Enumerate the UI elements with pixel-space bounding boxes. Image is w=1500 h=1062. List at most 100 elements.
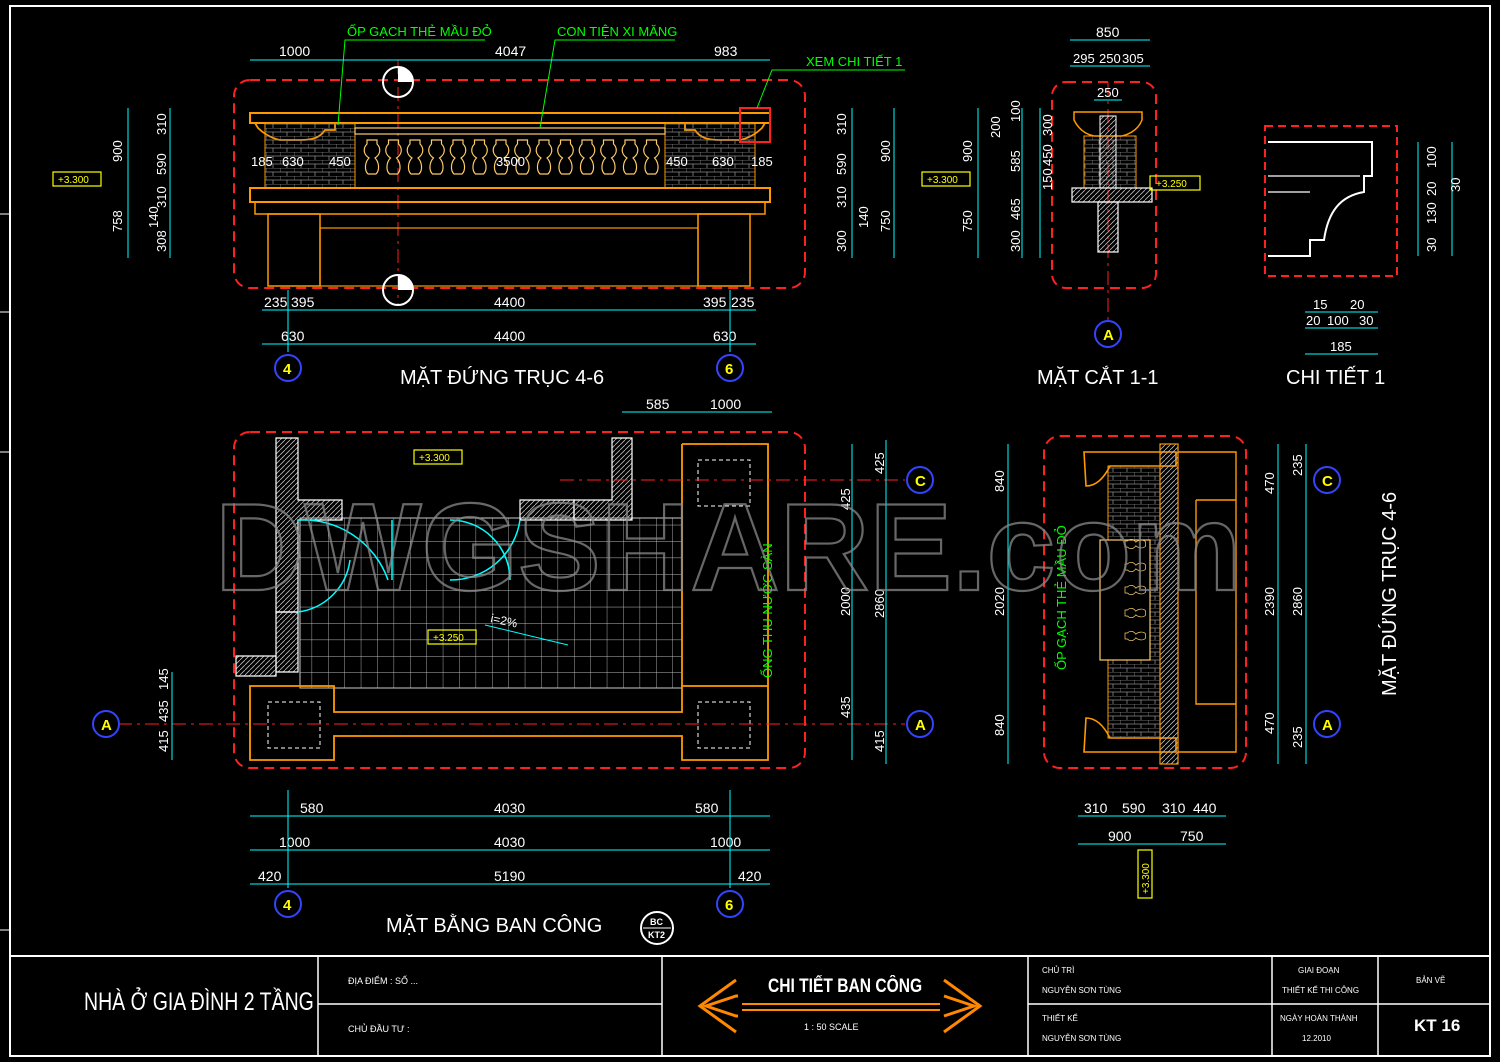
dim-text: 100 xyxy=(1008,100,1023,122)
dim-text: 310 xyxy=(154,186,169,208)
dim-text: 420 xyxy=(258,868,282,884)
axis-bubble xyxy=(1094,320,1122,348)
title-block-frame xyxy=(9,955,1491,1057)
title-right-arrow xyxy=(943,994,979,1018)
dim-text: 435 xyxy=(838,696,853,718)
dim-text: 100 xyxy=(1327,313,1349,328)
dim-text: 590 xyxy=(1122,800,1146,816)
dim-text: 20 xyxy=(1424,182,1439,196)
dim-text: 140 xyxy=(856,206,871,228)
dim-text: 1000 xyxy=(710,396,741,412)
drawing-title: CHI TIẾT BAN CÔNG xyxy=(768,976,923,997)
axis-bubble xyxy=(716,890,744,918)
detail-cornice-profile xyxy=(1268,141,1373,257)
dim-text: 840 xyxy=(992,470,1007,492)
baluster xyxy=(449,139,467,175)
side-elevation-slab xyxy=(1159,443,1179,765)
dim-text: 450 xyxy=(1040,144,1055,166)
dim-text: 900 xyxy=(960,140,975,162)
dim-text: 758 xyxy=(110,210,125,232)
dim-text: 2860 xyxy=(872,589,887,618)
plan-pipe-label: ỐNG THU NƯỚC SÀN xyxy=(760,543,775,678)
axis-label: C xyxy=(1322,473,1333,490)
dim-text: 630 xyxy=(282,154,304,169)
dim-text: 580 xyxy=(300,800,324,816)
baluster xyxy=(406,139,424,175)
dim-text: 5190 xyxy=(494,868,525,884)
dim-text: 2000 xyxy=(838,587,853,616)
section-level-tag xyxy=(921,171,971,187)
dim-text: 300 xyxy=(1008,230,1023,252)
dim-text: 450 xyxy=(329,154,351,169)
plan-level-tag xyxy=(427,629,477,645)
dim-text: 440 xyxy=(1193,800,1217,816)
dim-text: 310 xyxy=(1162,800,1186,816)
dim-text: 590 xyxy=(154,153,169,175)
elevation-boundary xyxy=(233,79,806,289)
detail-cornice-profile-inner xyxy=(1268,175,1360,193)
dim-text: 900 xyxy=(110,140,125,162)
dim-text: 185 xyxy=(751,154,773,169)
dim-text: 30 xyxy=(1424,238,1439,252)
dim-text: 2860 xyxy=(1290,587,1305,616)
dim-text: 30 xyxy=(1448,178,1463,192)
dim-text: 840 xyxy=(992,714,1007,736)
title-left-arrow xyxy=(701,994,738,1018)
title-left-arrow xyxy=(697,978,737,1034)
plan-level-tag xyxy=(413,449,463,465)
axis-label: A xyxy=(1322,717,1333,734)
plan-badge-top: BC xyxy=(650,917,663,927)
axis-bubble xyxy=(92,710,120,738)
detail-view: 100 20 130 30 30 15 20 20 100 30 185 CHI… xyxy=(1264,125,1463,389)
designer-label: THIẾT KẾ xyxy=(1042,1014,1078,1023)
plan-parapet xyxy=(681,443,769,686)
section-baluster-core xyxy=(1099,115,1117,189)
plan-floor-tiles xyxy=(299,517,683,689)
baluster xyxy=(600,139,617,175)
detail-callout-leader xyxy=(756,69,905,109)
side-elevation-beam xyxy=(1178,451,1237,753)
dim-text: 150 xyxy=(1040,168,1055,190)
dim-text: 1000 xyxy=(710,834,741,850)
dim-text: 235 xyxy=(264,294,288,310)
dim-text: 435 xyxy=(156,700,171,722)
tile-callout-text: ỐP GẠCH THẺ MẦU ĐỎ xyxy=(347,24,492,39)
dim-text: 590 xyxy=(834,153,849,175)
plan-slope-text: i=2% xyxy=(489,611,519,630)
detail-callout-box xyxy=(739,107,771,143)
dim-text: 415 xyxy=(872,730,887,752)
axis-bubble xyxy=(716,354,744,382)
plan-level-text: +3.250 xyxy=(433,633,464,644)
dim-text: 630 xyxy=(281,328,305,344)
elevation-beam xyxy=(254,201,766,215)
plan-level-text: +3.300 xyxy=(419,453,450,464)
baluster xyxy=(385,139,402,175)
designer-name: NGUYỄN SƠN TÙNG xyxy=(1042,1034,1122,1043)
axis-bubble xyxy=(906,466,934,494)
dim-text: 4047 xyxy=(495,43,526,59)
dim-text: 20 xyxy=(1350,297,1364,312)
section-beam xyxy=(1097,201,1119,253)
tile-callout-leader xyxy=(337,39,485,126)
baluster xyxy=(621,139,639,175)
baluster xyxy=(557,139,574,175)
title-block xyxy=(9,955,1491,1057)
side-tile-label: ỐP GẠCH THẺ MẦU ĐỎ xyxy=(1054,525,1069,670)
elevation-baluster-rail xyxy=(354,127,666,135)
section-marker-top xyxy=(382,66,414,98)
axis-bubble xyxy=(274,890,302,918)
dim-text: 900 xyxy=(1108,828,1132,844)
elevation-cornice xyxy=(249,112,771,124)
dim-text: 415 xyxy=(156,730,171,752)
elevation-level-text: +3.300 xyxy=(58,175,89,186)
side-level-text: +3.300 xyxy=(1141,863,1152,894)
baluster-callout-leader xyxy=(539,39,675,129)
dim-text: 630 xyxy=(713,328,737,344)
dim-text: 300 xyxy=(834,230,849,252)
axis-label: A xyxy=(915,717,926,734)
dim-text: 585 xyxy=(646,396,670,412)
dim-text: 4400 xyxy=(494,294,525,310)
dim-text: 130 xyxy=(1424,202,1439,224)
phase-label: GIAI ĐOẠN xyxy=(1298,966,1340,975)
baluster xyxy=(363,139,381,175)
